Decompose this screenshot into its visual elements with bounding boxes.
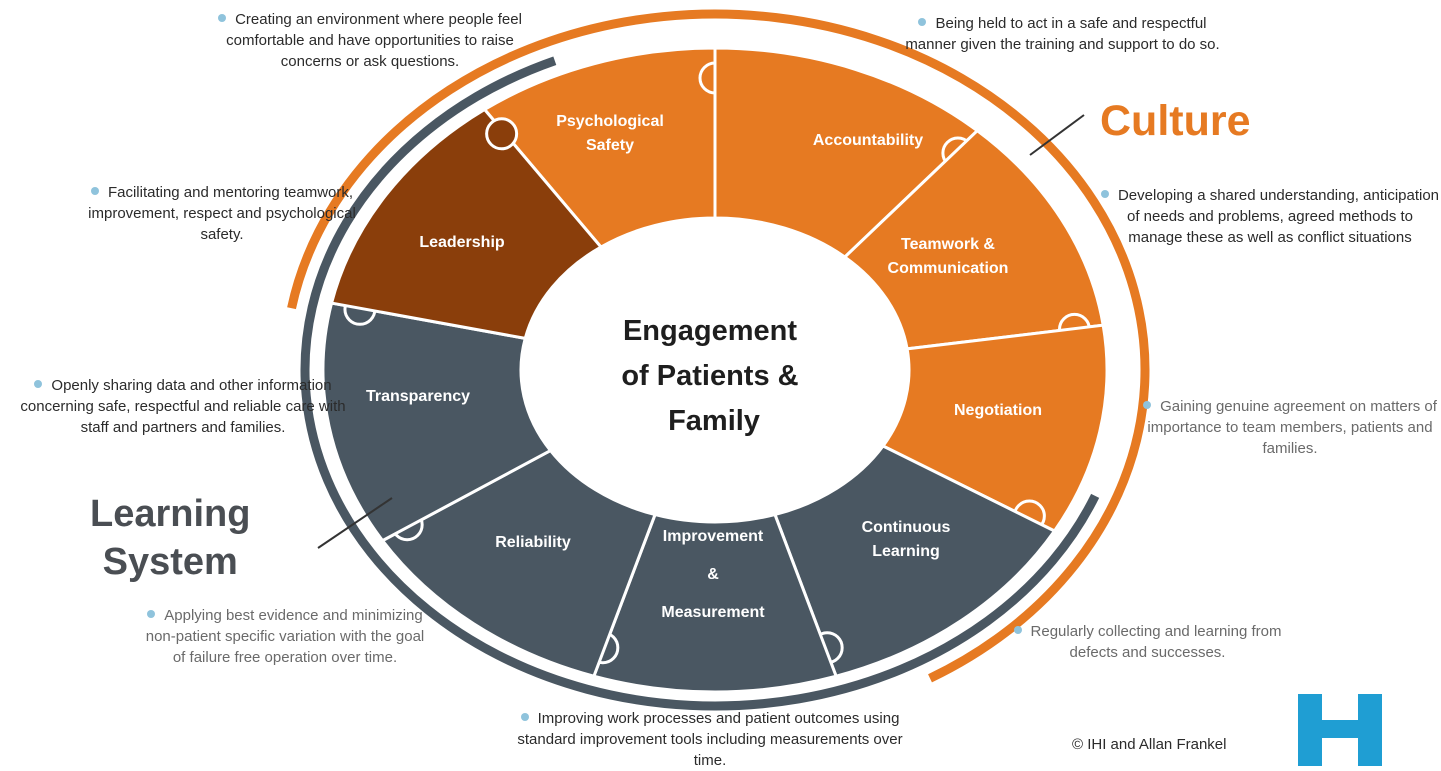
center-title-line-3: Family <box>668 405 760 437</box>
segment-label-line: Communication <box>888 260 1009 277</box>
segment-label-line: Safety <box>586 137 634 154</box>
bullet-icon <box>1143 401 1152 409</box>
bullet-icon <box>147 610 156 618</box>
bullet-icon <box>918 18 927 26</box>
bullet-icon <box>218 14 227 22</box>
segment-label-line: Improvement <box>663 528 764 545</box>
segment-label-line: Learning <box>872 543 940 560</box>
desc-transparency: Openly sharing data and other informatio… <box>20 377 346 436</box>
culture-label: Culture <box>1100 97 1251 145</box>
center-circle <box>521 218 909 522</box>
learning-system-leader-line <box>317 497 393 549</box>
segment-label-accountability: Accountability <box>813 132 923 149</box>
segment-label-line: Transparency <box>366 388 470 405</box>
desc-psychological-safety: Creating an environment where people fee… <box>200 9 540 72</box>
bullet-icon <box>34 380 43 388</box>
segment-label-line: Leadership <box>419 234 505 251</box>
segment-label-transparency: Transparency <box>366 388 470 405</box>
segment-label-leadership: Leadership <box>419 234 505 251</box>
culture-arc <box>287 9 1150 683</box>
learning-system-line-1: Learning <box>90 493 251 535</box>
segment-label-improvement-measurement: Improvement & Measurement <box>661 528 765 621</box>
center-title-line-2: of Patients & <box>621 360 798 392</box>
learning-system-label: Learning System <box>90 490 250 586</box>
outer-arcs <box>287 9 1150 711</box>
leader-lines <box>317 114 1085 549</box>
segment-label-negotiation: Negotiation <box>954 402 1042 419</box>
segment-label-line: & <box>707 566 719 583</box>
desc-improvement-measurement: Improving work processes and patient out… <box>517 710 903 769</box>
wheel-segments <box>321 46 1109 694</box>
bullet-icon <box>90 187 99 195</box>
ihi-logo-icon <box>1298 694 1382 766</box>
desc-reliability: Applying best evidence and minimizing no… <box>145 607 425 666</box>
bullet-icon <box>1013 626 1022 634</box>
desc-accountability: Being held to act in a safe and respectf… <box>905 15 1220 53</box>
center-title: Engagement of Patients & Family <box>621 315 806 437</box>
segment-label-line: Psychological <box>556 113 664 130</box>
segment-label-line: Continuous <box>862 519 951 536</box>
segment-label-line: Measurement <box>661 604 765 621</box>
desc-negotiation: Gaining genuine agreement on matters of … <box>1140 396 1440 459</box>
segment-label-reliability: Reliability <box>495 534 571 551</box>
segment-label-line: Accountability <box>813 132 923 149</box>
learning-system-arc <box>300 56 1100 711</box>
center-title-line-1: Engagement <box>623 315 797 347</box>
ihi-logo-shape <box>1298 694 1382 766</box>
segment-label-line: Teamwork & <box>901 236 995 253</box>
bullet-icon <box>1100 190 1109 198</box>
puzzle-tab-leadership <box>485 117 519 151</box>
desc-continuous-learning: Regularly collecting and learning from d… <box>990 621 1305 663</box>
segment-label-line: Reliability <box>495 534 571 551</box>
learning-system-line-2: System <box>102 541 238 583</box>
culture-leader-line <box>1029 114 1085 156</box>
desc-leadership: Facilitating and mentoring teamwork, imp… <box>88 184 356 243</box>
desc-teamwork-communication: Developing a shared understanding, antic… <box>1100 185 1440 248</box>
copyright-text: © IHI and Allan Frankel <box>1072 736 1227 753</box>
bullet-icon <box>520 713 529 721</box>
segment-label-line: Negotiation <box>954 402 1042 419</box>
segment-label-teamwork-communication: Teamwork & Communication <box>888 236 1009 277</box>
